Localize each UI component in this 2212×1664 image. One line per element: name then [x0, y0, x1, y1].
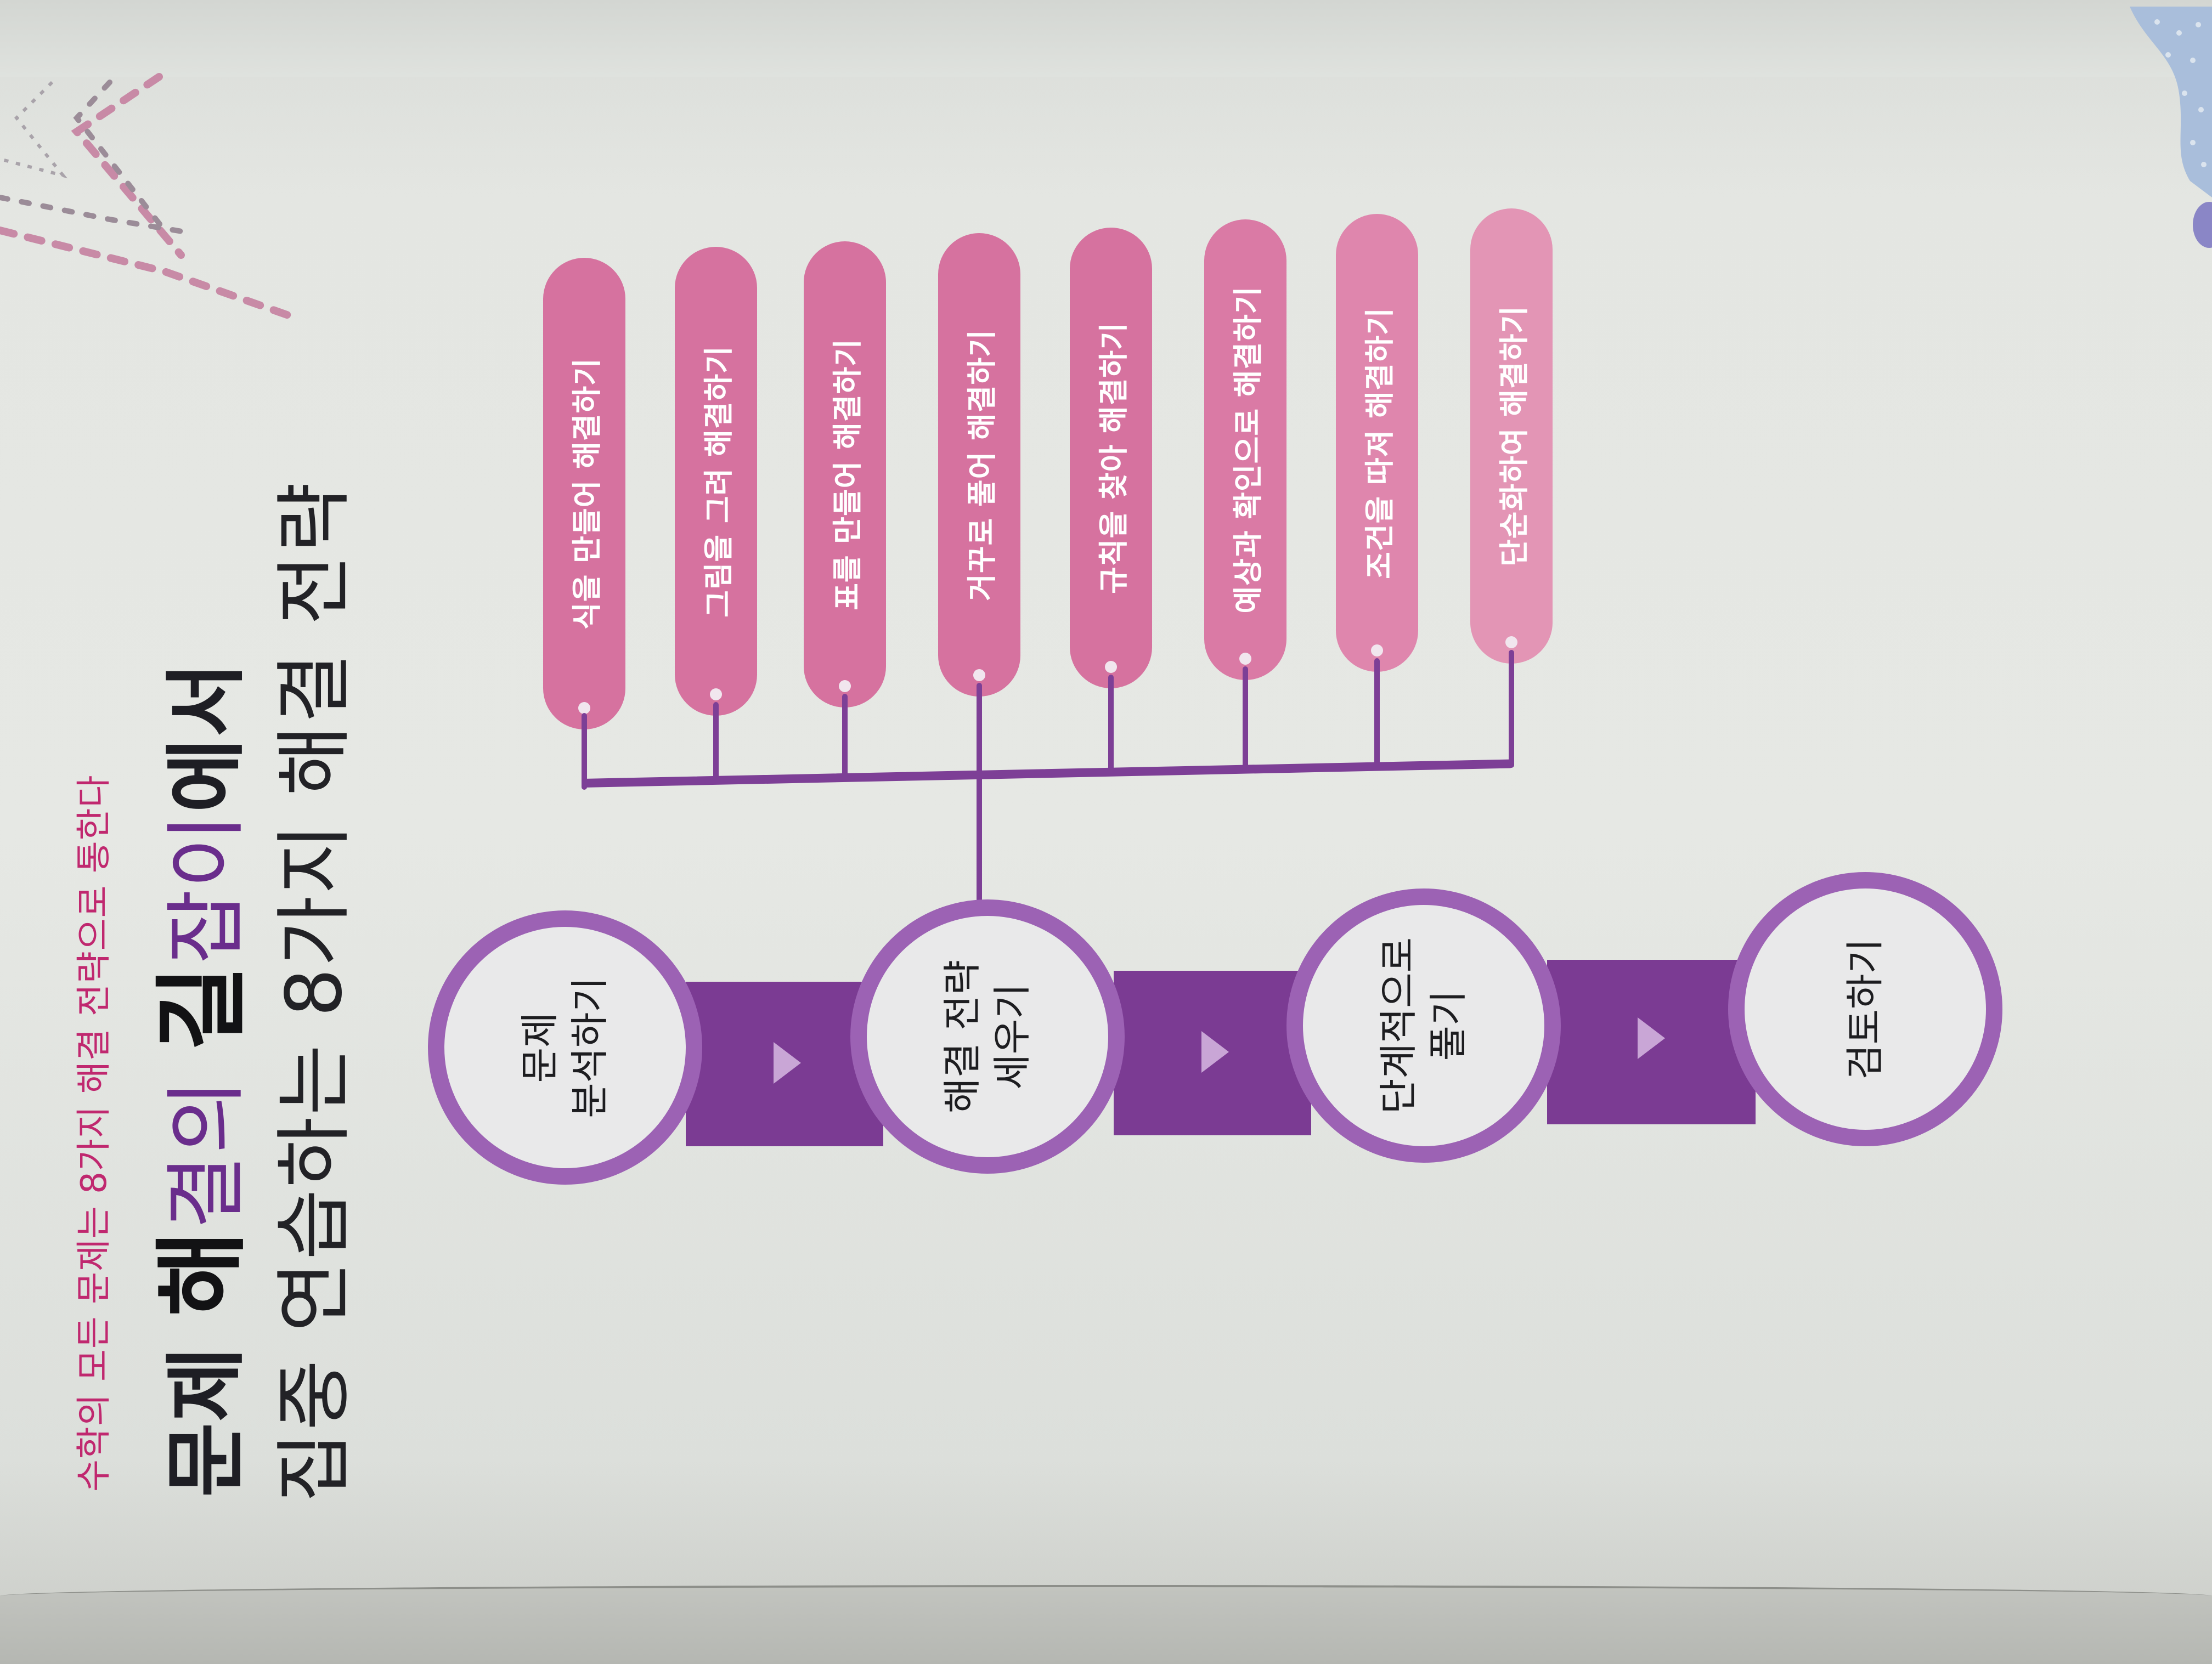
strategy-pill-3: 표를 만들어 해결하기 [804, 241, 886, 708]
strategy-label: 조건을 따져 해결하기 [1362, 307, 1397, 579]
title-prefix: 문제 [159, 1316, 253, 1497]
connector-stem [1108, 675, 1114, 776]
pill-connector-dot [578, 702, 590, 714]
strategy-pill-2: 그림을 그려 해결하기 [675, 247, 757, 716]
strategy-pill-7: 조건을 따져 해결하기 [1336, 214, 1418, 672]
strategy-label: 그림을 그려 해결하기 [701, 345, 736, 618]
pill-connector-dot [839, 680, 851, 692]
connector-stem [1374, 658, 1380, 771]
strategy-label: 표를 만들어 해결하기 [830, 338, 865, 610]
strategy-label: 단순화하여 해결하기 [1497, 305, 1532, 567]
strategy-pill-8: 단순화하여 해결하기 [1470, 208, 1553, 664]
process-step-review: 검토하기 [1728, 872, 2002, 1146]
process-step-analyze: 문제 분석하기 [428, 910, 702, 1185]
pill-connector-dot [1105, 661, 1117, 673]
pill-connector-dot [1239, 653, 1251, 665]
title-emphasis-2: 길 [148, 964, 257, 1051]
title-mid-1: 결의 [159, 1051, 253, 1230]
strategy-label: 거꾸로 풀어 해결하기 [964, 329, 1000, 601]
title-line-2: 집중 연습하는 8가지 해결 전략 [270, 480, 359, 1503]
page-top-shadow [0, 0, 2212, 77]
step-arrow-icon [1638, 1017, 1665, 1059]
step-label: 문제 분석하기 [517, 977, 612, 1118]
title-emphasis-1: 해 [148, 1229, 257, 1317]
connector-stem [977, 683, 982, 902]
title-mid-2: 잡이 [159, 812, 253, 964]
decorative-dashed-lines [0, 73, 300, 322]
pill-connector-dot [710, 688, 722, 700]
connector-stem [713, 702, 719, 784]
connector-stem [842, 694, 848, 782]
step-label: 해결 전략 세우기 [940, 960, 1035, 1113]
strategy-pill-4: 거꾸로 풀어 해결하기 [938, 233, 1020, 697]
strategy-pill-1: 식을 만들어 해결하기 [543, 258, 625, 729]
process-step-solve-stepwise: 단계적으로 풀기 [1286, 888, 1561, 1163]
pill-connector-dot [1505, 636, 1517, 648]
connector-stem [582, 713, 587, 790]
pill-connector-dot [973, 669, 985, 681]
strategy-label: 식을 만들어 해결하기 [569, 358, 605, 630]
step-arrow-icon [774, 1042, 801, 1084]
strategy-pill-6: 예상과 확인으로 해결하기 [1204, 219, 1286, 680]
page-bottom-edge [0, 1585, 2212, 1664]
title-line-1: 문제 해결의 길잡이에서 [126, 661, 261, 1497]
strategy-pill-5: 규칙을 찾아 해결하기 [1070, 228, 1152, 688]
process-step-plan-strategy: 해결 전략 세우기 [850, 899, 1125, 1174]
strategy-label: 규칙을 찾아 해결하기 [1096, 322, 1131, 594]
step-label: 검토하기 [1842, 938, 1888, 1080]
connector-stem [1509, 650, 1514, 768]
connector-stem [1243, 666, 1248, 773]
subtitle: 수학의 모든 문제는 8가지 해결 전략으로 통한다 [74, 774, 115, 1492]
step-label: 단계적으로 풀기 [1376, 937, 1471, 1114]
step-arrow-icon [1201, 1031, 1229, 1073]
strategy-label: 예상과 확인으로 해결하기 [1231, 286, 1266, 614]
decorative-blob [2130, 7, 2212, 248]
pill-connector-dot [1371, 644, 1383, 656]
title-suffix: 에서 [159, 661, 253, 813]
connector-bar [581, 759, 1514, 788]
